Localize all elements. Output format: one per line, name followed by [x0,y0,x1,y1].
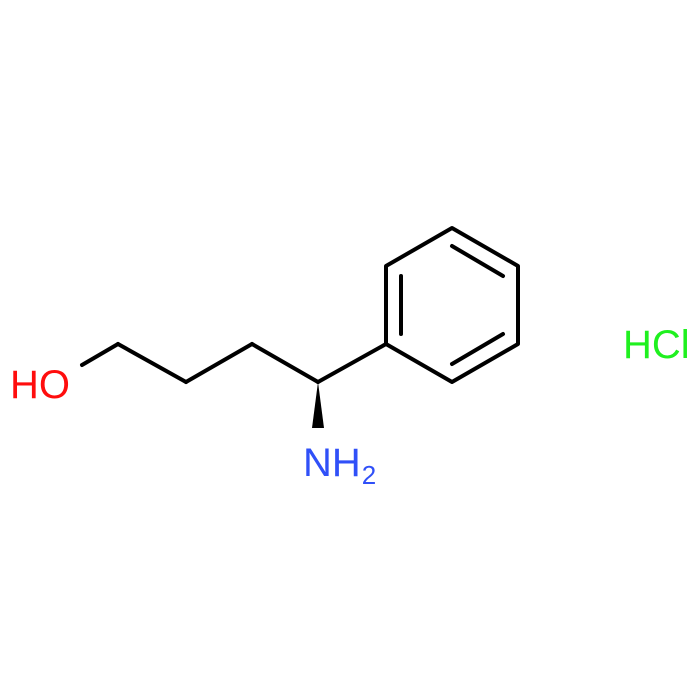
phenyl-ring [384,226,520,384]
ring-double-bond-2 [450,244,505,278]
bond-o-c1 [80,342,120,367]
amine-subscript: 2 [362,460,376,490]
bond-c1-c2 [116,342,188,384]
bond-c4-ring [316,342,388,384]
counterion-label: HCl [623,323,690,367]
amine-label-main: NH [303,441,361,485]
amine-label: NH2 [303,441,376,490]
hydroxyl-label: HO [10,363,70,407]
wedge-bond-c4-n [312,382,324,428]
bond-c2-c3 [184,342,254,384]
bond-c3-c4 [250,342,320,384]
ring-double-bond-3 [450,332,505,366]
